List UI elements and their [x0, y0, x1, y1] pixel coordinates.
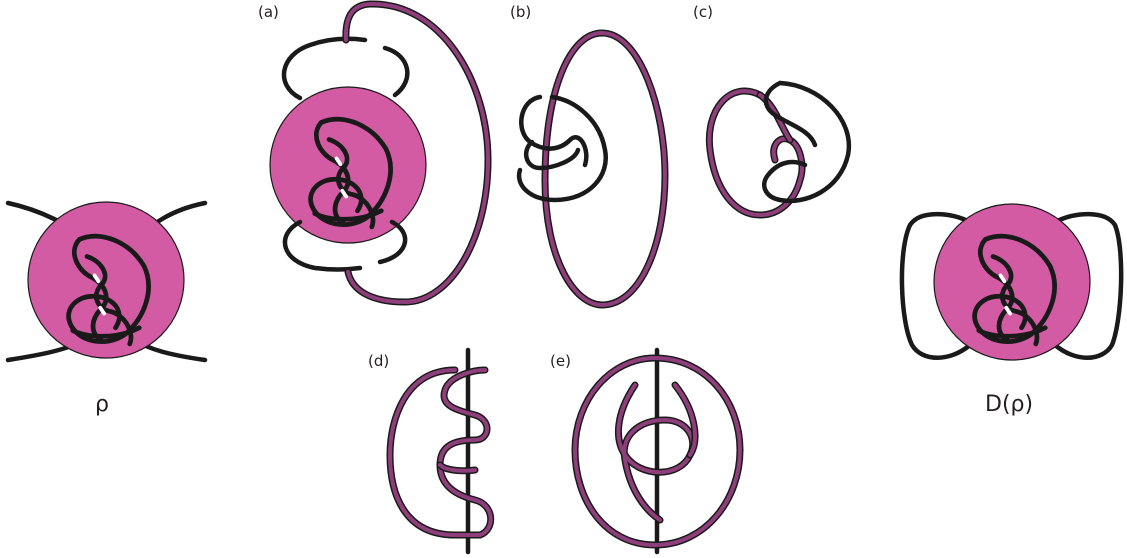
label-e: (e) — [550, 352, 571, 370]
a-purple-arc — [343, 1, 490, 304]
b-black-2 — [516, 94, 609, 203]
label-rho: ρ — [95, 392, 109, 417]
d-rho-right-arc — [1052, 211, 1124, 360]
panel-d — [386, 347, 495, 555]
label-d-rho: D(ρ) — [985, 392, 1034, 417]
panel-c — [705, 80, 852, 219]
label-b: (b) — [510, 3, 532, 21]
b-purple-loop — [543, 31, 667, 307]
a-bottom-loop — [282, 219, 408, 272]
b-black-1 — [519, 94, 589, 168]
e-outer-loop — [573, 356, 742, 547]
label-a: (a) — [258, 3, 279, 21]
d-purple-strand — [388, 368, 493, 537]
c-black-2 — [763, 80, 818, 148]
panel-e — [571, 347, 744, 555]
d-rho-tangle — [899, 203, 1124, 361]
c-black-1 — [762, 80, 852, 204]
label-c: (c) — [693, 3, 713, 21]
b-black-3 — [523, 139, 581, 171]
panel-a — [269, 0, 492, 306]
rho-tangle — [5, 200, 208, 363]
d-rho-left-arc — [899, 211, 973, 360]
e-inner-strand — [616, 383, 695, 522]
label-d: (d) — [368, 352, 390, 370]
panel-b — [516, 29, 669, 309]
